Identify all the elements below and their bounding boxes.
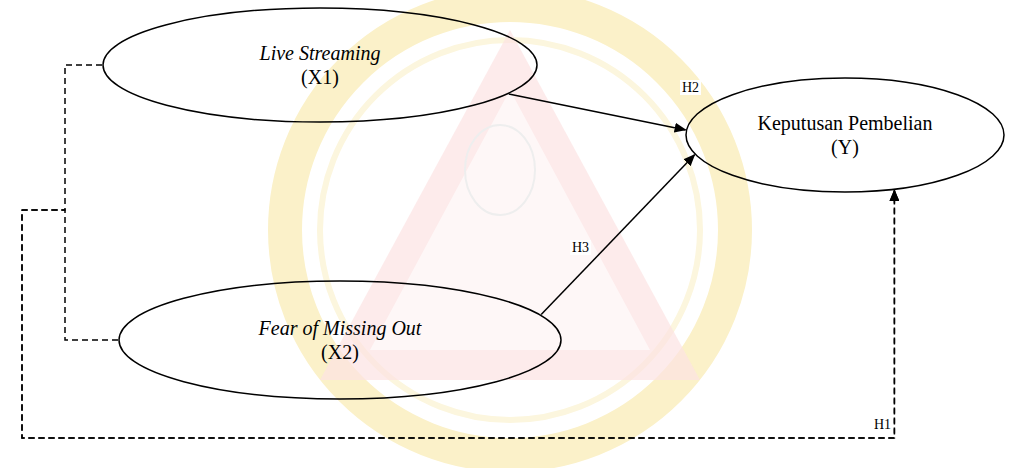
construct-label: (X1) xyxy=(301,65,339,89)
construct-ellipse: Live Streaming(X1) xyxy=(102,7,538,123)
construct-label: Keputusan Pembelian (Y) xyxy=(745,111,945,159)
hypothesis-label: H3 xyxy=(570,240,591,255)
dashed-arrow xyxy=(22,190,894,438)
ellipse-outline xyxy=(118,280,562,400)
ellipse-outline xyxy=(102,7,538,123)
construct-ellipse: Keputusan Pembelian (Y) xyxy=(685,77,1005,193)
ellipse-outline xyxy=(685,77,1005,193)
construct-label: Live Streaming xyxy=(260,41,381,65)
hypothesis-arrow xyxy=(509,94,686,130)
construct-label: Fear of Missing Out xyxy=(259,316,422,340)
hypothesis-label: H1 xyxy=(872,417,893,432)
construct-label: (X2) xyxy=(321,340,359,364)
hypothesis-arrow xyxy=(541,155,694,315)
construct-ellipse: Fear of Missing Out(X2) xyxy=(118,280,562,400)
hypothesis-label: H2 xyxy=(680,80,701,95)
